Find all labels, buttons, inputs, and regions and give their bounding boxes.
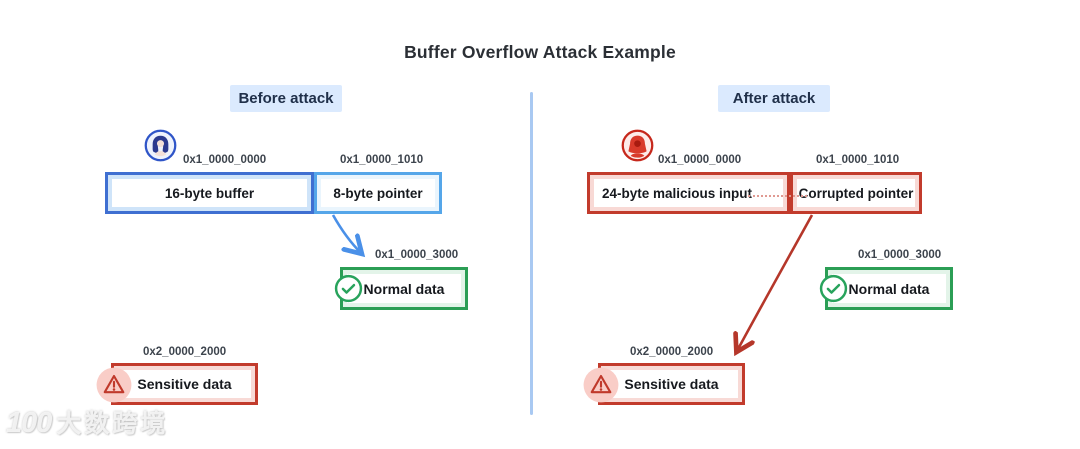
warning-triangle-icon bbox=[95, 366, 133, 404]
sensitive-data-box: Sensitive data bbox=[111, 363, 258, 405]
pointer-start-address: 0x1_0000_1010 bbox=[816, 154, 900, 166]
normal-data-address: 0x1_0000_3000 bbox=[858, 249, 942, 261]
buffer-label: 16-byte buffer bbox=[112, 179, 307, 207]
buffer-start-address: 0x1_0000_0000 bbox=[183, 154, 267, 166]
sensitive-data-label: Sensitive data bbox=[605, 370, 738, 398]
sensitive-data-box: Sensitive data bbox=[598, 363, 745, 405]
buffer-cell: 16-byte buffer bbox=[105, 172, 314, 214]
malicious-input-cell: 24-byte malicious input bbox=[587, 172, 790, 214]
diagram-title: Buffer Overflow Attack Example bbox=[404, 42, 676, 62]
corrupted-pointer-cell: Corrupted pointer bbox=[790, 172, 922, 214]
corrupted-pointer-label: Corrupted pointer bbox=[797, 179, 915, 207]
normal-data-box: Normal data bbox=[340, 267, 468, 310]
memory-row: 24-byte malicious input Corrupted pointe… bbox=[587, 172, 922, 214]
watermark: 100 大数跨境 bbox=[6, 404, 168, 440]
warning-triangle-icon bbox=[582, 366, 620, 404]
malicious-input-label: 24-byte malicious input bbox=[594, 179, 783, 207]
pointer-start-address: 0x1_0000_1010 bbox=[340, 154, 424, 166]
corrupted-pointer-to-sensitive-arrow bbox=[737, 214, 814, 351]
overflow-dotted-line bbox=[748, 195, 807, 197]
pointer-label: 8-byte pointer bbox=[321, 179, 435, 207]
watermark-logo: 100 bbox=[6, 407, 52, 439]
sensitive-data-address: 0x2_0000_2000 bbox=[143, 346, 227, 358]
check-circle-icon bbox=[334, 274, 363, 303]
normal-data-label: Normal data bbox=[347, 274, 461, 303]
user-avatar-icon bbox=[144, 129, 177, 162]
attacker-avatar-icon bbox=[621, 129, 654, 162]
check-circle-icon bbox=[819, 274, 848, 303]
panel-divider bbox=[530, 92, 533, 415]
pointer-cell: 8-byte pointer bbox=[314, 172, 442, 214]
sensitive-data-address: 0x2_0000_2000 bbox=[630, 346, 714, 358]
buffer-start-address: 0x1_0000_0000 bbox=[658, 154, 742, 166]
normal-data-label: Normal data bbox=[832, 274, 946, 303]
watermark-text: 大数跨境 bbox=[56, 410, 169, 438]
sensitive-data-label: Sensitive data bbox=[118, 370, 251, 398]
after-attack-badge: After attack bbox=[718, 85, 830, 112]
memory-row: 16-byte buffer 8-byte pointer bbox=[105, 172, 442, 214]
pointer-to-normal-arrow bbox=[331, 214, 361, 253]
before-attack-badge: Before attack bbox=[230, 85, 342, 112]
normal-data-address: 0x1_0000_3000 bbox=[375, 249, 459, 261]
